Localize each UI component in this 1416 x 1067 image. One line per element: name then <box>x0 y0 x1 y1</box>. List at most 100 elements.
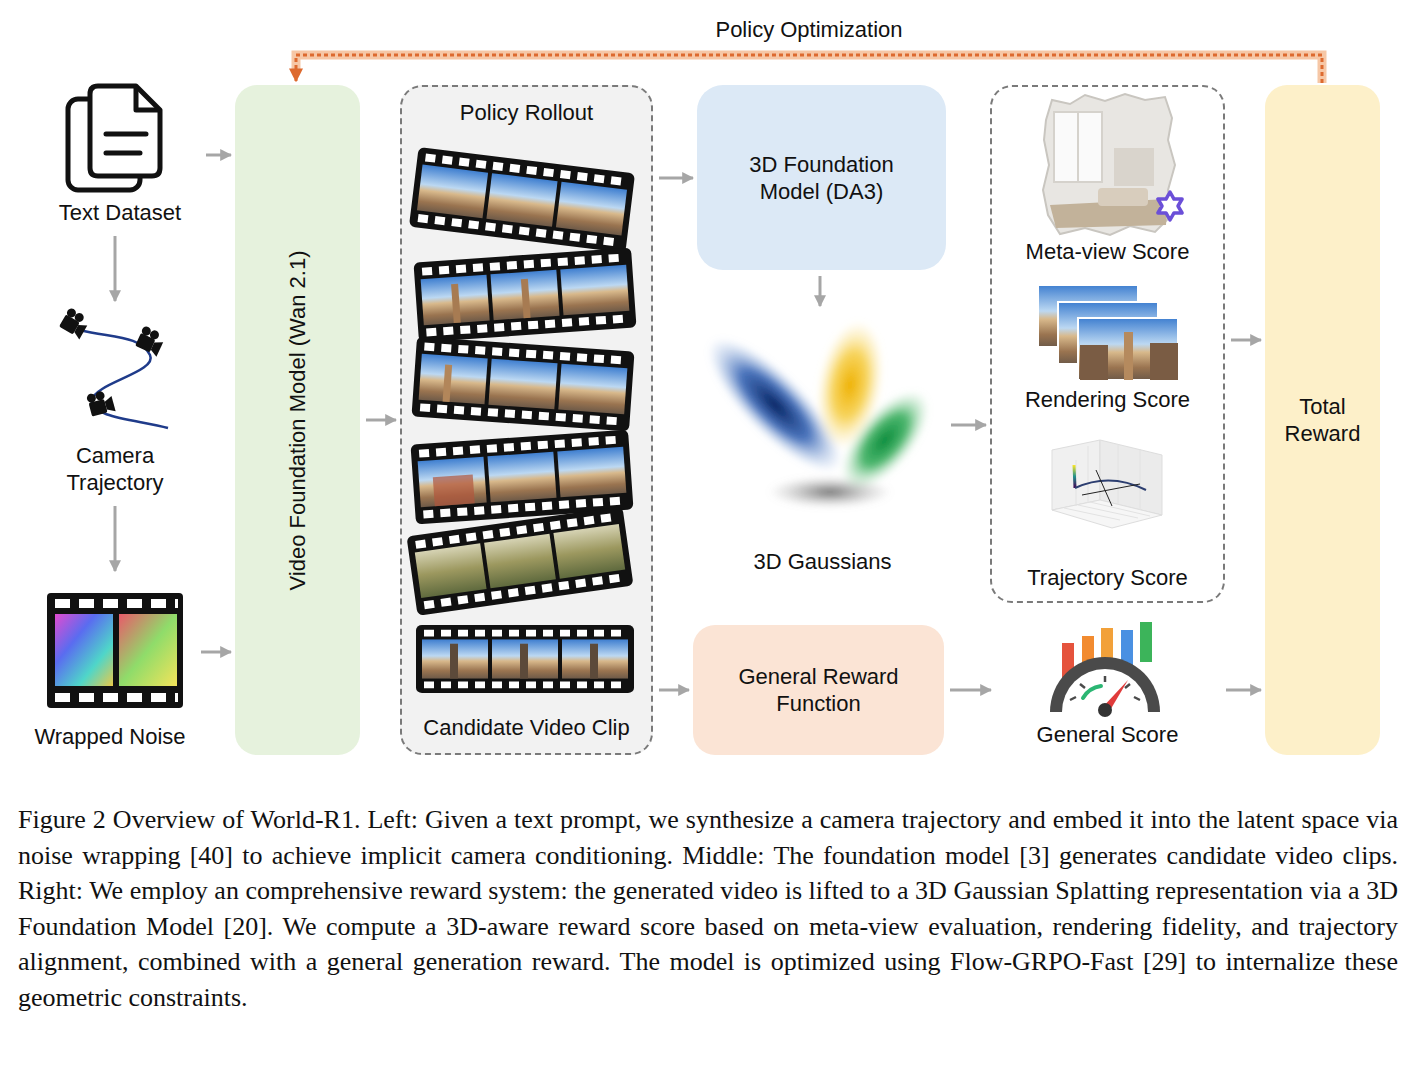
rendering-frames <box>1078 318 1178 380</box>
video-clip-strip <box>422 639 488 678</box>
trajectory-plot <box>1082 470 1140 506</box>
video-clip-strip <box>562 639 628 678</box>
figure-caption: Figure 2 Overview of World-R1. Left: Giv… <box>18 802 1398 1016</box>
caption-holder: Figure 2 Overview of World-R1. Left: Giv… <box>18 802 1398 1016</box>
video-clip-strip <box>450 644 458 679</box>
trajectory-plot <box>1037 425 1182 560</box>
meta-view-image <box>1077 112 1079 182</box>
connector-arrow <box>659 178 693 179</box>
meta-view-image <box>1158 192 1182 220</box>
video-clip-strip <box>490 270 559 320</box>
video-clip-strip <box>521 279 531 318</box>
connector-line <box>114 506 117 571</box>
document-icon <box>90 86 160 176</box>
connector-arrow <box>659 690 689 691</box>
node-label: Meta-view Score <box>1026 238 1190 265</box>
rendering-frames <box>1124 332 1133 380</box>
video-clip-strip <box>451 284 461 323</box>
video-clip-strip <box>520 644 528 679</box>
video-clip-strip <box>411 336 634 431</box>
video-clip-strip <box>416 625 634 693</box>
connector-line <box>296 55 1322 83</box>
icon-node: Camera Trajectory <box>40 305 190 500</box>
video-clip-strip <box>433 474 475 506</box>
camera-trajectory-icon <box>58 307 91 340</box>
noise-film-icon <box>47 593 183 708</box>
node-label: General Score <box>1037 721 1179 748</box>
connector-arrow <box>1231 340 1261 341</box>
video-clip-strip <box>413 247 636 342</box>
meta-view-image <box>1054 112 1102 182</box>
document-icon <box>68 86 160 190</box>
connector-line <box>659 177 693 180</box>
connector-arrow <box>1226 690 1261 691</box>
rendering-frames <box>1038 285 1178 380</box>
gauge-icon <box>1098 703 1112 717</box>
edge-label: Policy Optimization <box>711 16 906 43</box>
reward-box: Total Reward <box>1265 85 1380 755</box>
connector-arrow <box>950 690 991 691</box>
video-clip-strip <box>484 534 556 589</box>
trajectory-plot <box>1064 444 1150 520</box>
camera-trajectory-icon <box>134 325 166 357</box>
video-clip-strip <box>416 625 634 693</box>
camera-trajectory-icon <box>58 307 168 428</box>
video-clip-strip <box>406 147 636 693</box>
meta-view-image <box>1043 94 1182 235</box>
video-clip-strip <box>556 182 627 236</box>
gauge-icon <box>1140 622 1152 662</box>
video-clip-strip <box>406 506 633 616</box>
video-clip-strip <box>409 147 635 253</box>
process-box: General Reward Function <box>693 625 944 755</box>
noise-film-icon <box>55 614 113 686</box>
video-clip-strip <box>413 247 636 342</box>
video-clip-strip <box>560 265 629 315</box>
video-clip-strip <box>421 275 490 325</box>
noise-film-icon <box>55 599 178 608</box>
connector-line <box>206 154 231 157</box>
video-clip-strip <box>558 364 627 414</box>
video-clip-strip <box>409 147 635 253</box>
trajectory-plot <box>1037 425 1182 560</box>
connector-line <box>950 689 991 692</box>
connector-line <box>201 651 231 654</box>
video-clip-strip <box>443 365 453 402</box>
rendering-frames <box>1150 343 1178 380</box>
gaussian-blobs <box>690 315 945 508</box>
node-label: Rendering Score <box>1025 386 1190 413</box>
connector-line <box>1231 339 1261 342</box>
gauge-icon <box>1070 676 1140 700</box>
video-clip-strip <box>488 359 557 409</box>
connector-arrow <box>951 425 986 426</box>
video-clip-strip <box>417 165 488 219</box>
video-clip-strip <box>486 173 557 227</box>
connector-line <box>114 236 117 301</box>
video-clip-strip <box>590 644 598 679</box>
node-label: Camera Trajectory <box>50 442 180 496</box>
connector-arrow <box>115 506 116 571</box>
video-clip-strip <box>406 506 633 616</box>
connector-band <box>296 55 1322 83</box>
gauge-icon <box>1083 686 1101 698</box>
node-label: Total Reward <box>1275 393 1370 447</box>
node-label: Text Dataset <box>59 199 181 226</box>
model-box: 3D Foundation Model (DA3) <box>697 85 946 270</box>
rendering-frames <box>1080 345 1108 380</box>
document-icon <box>106 134 146 153</box>
connector-arrow <box>206 155 231 156</box>
node-label: Video Foundation Model (Wan 2.1) <box>284 250 311 590</box>
trajectory-plot <box>1052 500 1162 528</box>
gauge-icon <box>1050 622 1160 717</box>
meta-view-image <box>1098 188 1148 206</box>
video-clip-strip <box>415 543 487 598</box>
noise-film-icon <box>55 693 178 702</box>
video-clip-strip <box>553 524 625 579</box>
noise-film-icon <box>119 614 177 686</box>
video-clip-strip <box>411 336 634 431</box>
meta-view-image <box>1114 148 1154 186</box>
node-label: 3D Foundation Model (DA3) <box>734 151 909 205</box>
node-label: 3D Gaussians <box>753 548 891 575</box>
connector-line <box>659 689 689 692</box>
